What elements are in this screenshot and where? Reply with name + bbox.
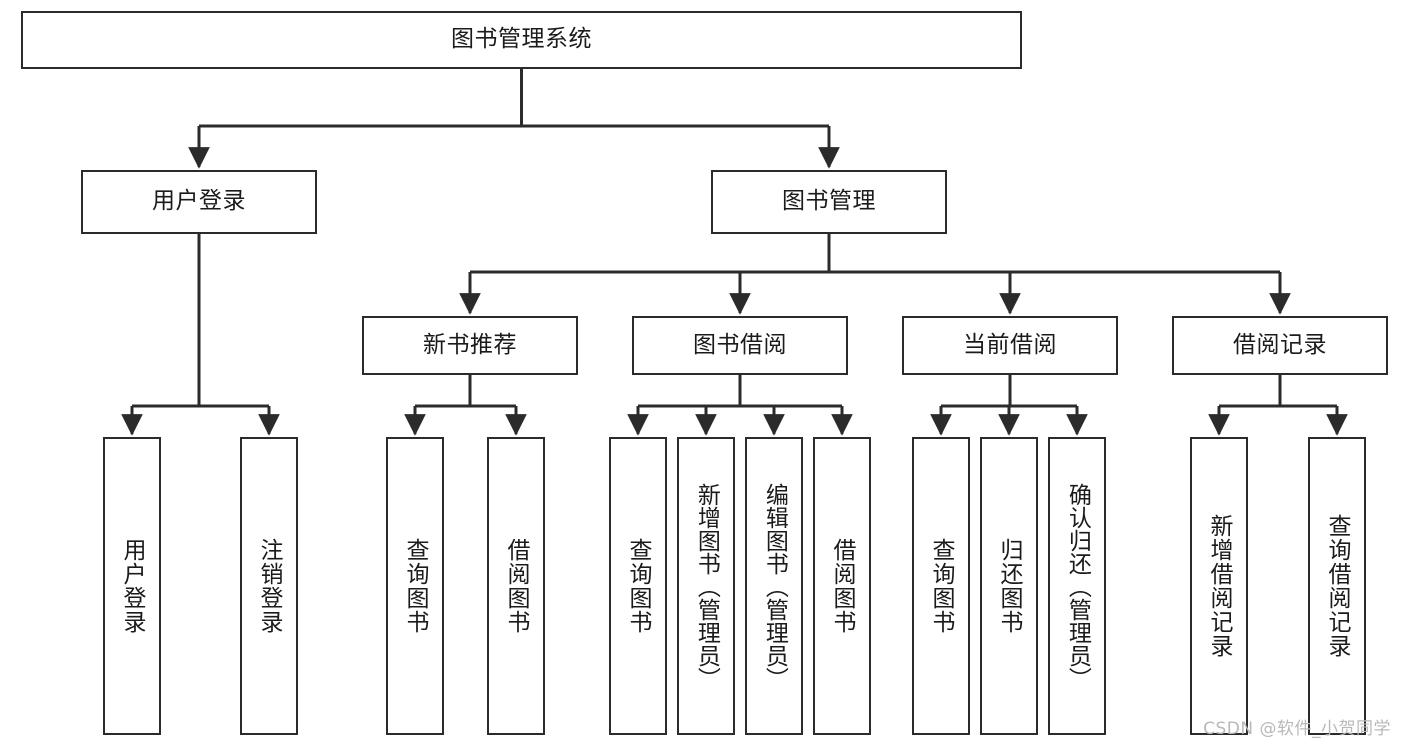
node-book-borrow[interactable]: 图书借阅 — [632, 316, 848, 375]
leaf-confirm-return-admin-label: 确认归还（管理员） — [1064, 482, 1091, 690]
node-current-borrow[interactable]: 当前借阅 — [902, 316, 1118, 375]
leaf-logout[interactable]: 注销登录 — [240, 437, 298, 735]
node-borrow-record-label: 借阅记录 — [1233, 331, 1327, 358]
leaf-borrow-books[interactable]: 借阅图书 — [813, 437, 871, 735]
leaf-borrow-books-label: 借阅图书 — [829, 538, 856, 634]
node-current-borrow-label: 当前借阅 — [963, 331, 1057, 358]
leaf-query-books-borrow[interactable]: 查询图书 — [609, 437, 667, 735]
leaf-user-login[interactable]: 用户登录 — [103, 437, 161, 735]
leaf-edit-book-admin[interactable]: 编辑图书（管理员） — [745, 437, 803, 735]
node-book-management[interactable]: 图书管理 — [711, 170, 947, 234]
leaf-return-books[interactable]: 归还图书 — [980, 437, 1038, 735]
leaf-query-books-recommend[interactable]: 查询图书 — [386, 437, 444, 735]
leaf-borrow-books-recommend-label: 借阅图书 — [503, 538, 530, 634]
leaf-user-login-label: 用户登录 — [119, 538, 146, 634]
node-new-book-recommend[interactable]: 新书推荐 — [362, 316, 578, 375]
leaf-query-borrow-record-label: 查询借阅记录 — [1324, 514, 1351, 658]
leaf-query-books-recommend-label: 查询图书 — [402, 538, 429, 634]
node-root-label: 图书管理系统 — [451, 26, 592, 53]
leaf-edit-book-admin-label: 编辑图书（管理员） — [761, 482, 788, 690]
node-user-login-label: 用户登录 — [152, 188, 246, 215]
leaf-add-book-admin-label: 新增图书（管理员） — [693, 482, 720, 690]
leaf-borrow-books-recommend[interactable]: 借阅图书 — [487, 437, 545, 735]
leaf-query-books-current-label: 查询图书 — [928, 538, 955, 634]
leaf-return-books-label: 归还图书 — [996, 538, 1023, 634]
leaf-add-borrow-record-label: 新增借阅记录 — [1206, 514, 1233, 658]
leaf-query-books-borrow-label: 查询图书 — [625, 538, 652, 634]
leaf-add-borrow-record[interactable]: 新增借阅记录 — [1190, 437, 1248, 735]
node-user-login[interactable]: 用户登录 — [81, 170, 317, 234]
node-book-borrow-label: 图书借阅 — [693, 331, 787, 358]
leaf-query-borrow-record[interactable]: 查询借阅记录 — [1308, 437, 1366, 735]
node-borrow-record[interactable]: 借阅记录 — [1172, 316, 1388, 375]
node-root[interactable]: 图书管理系统 — [21, 11, 1022, 69]
leaf-query-books-current[interactable]: 查询图书 — [912, 437, 970, 735]
node-book-management-label: 图书管理 — [782, 188, 876, 215]
leaf-logout-label: 注销登录 — [256, 538, 283, 634]
leaf-add-book-admin[interactable]: 新增图书（管理员） — [677, 437, 735, 735]
node-new-book-recommend-label: 新书推荐 — [423, 331, 517, 358]
leaf-confirm-return-admin[interactable]: 确认归还（管理员） — [1048, 437, 1106, 735]
